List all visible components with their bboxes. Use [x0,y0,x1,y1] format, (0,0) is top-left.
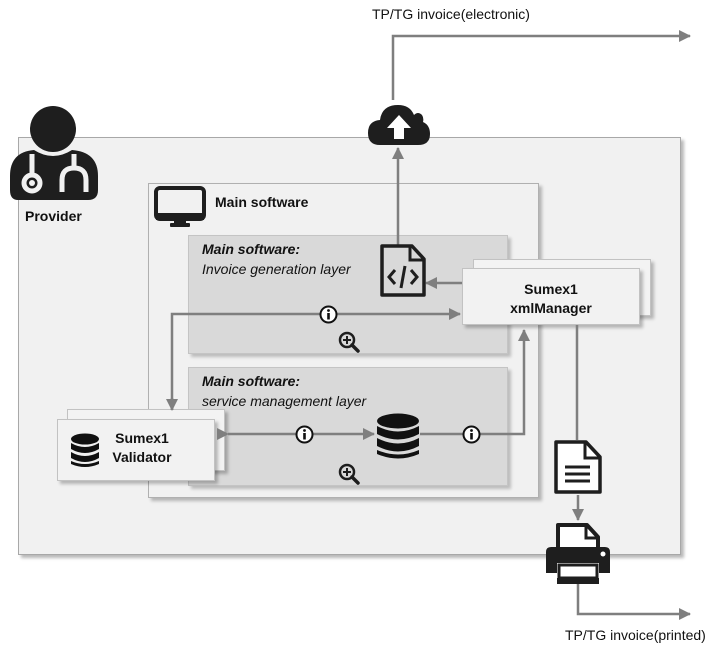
info-icon[interactable] [295,425,314,444]
validator-card[interactable]: Sumex1 Validator [57,419,215,481]
info-icon[interactable] [319,305,338,324]
monitor-icon [154,186,206,227]
electronic-invoice-label: TP/TG invoice(electronic) [372,6,530,22]
info-icon[interactable] [462,425,481,444]
zoom-in-icon[interactable] [338,463,360,485]
document-icon [554,440,602,494]
cloud-upload-icon [368,105,430,145]
xml-manager-line1: Sumex1 [524,281,578,297]
printer-icon [546,523,610,584]
layer1-title: Main software: [202,241,301,257]
layer2-title: Main software: [202,373,301,389]
layer2-subtitle: service management layer [202,393,367,409]
xml-file-icon [380,244,426,297]
database-icon [377,413,419,459]
xml-manager-line2: xmlManager [510,300,592,316]
layer1-subtitle: Invoice generation layer [202,261,351,277]
validator-line1: Sumex1 [115,430,169,446]
main-software-label: Main software [215,194,309,210]
printed-output-connector [576,584,691,620]
zoom-in-icon[interactable] [338,331,360,353]
provider-label: Provider [25,208,82,224]
printed-invoice-label: TP/TG invoice(printed) [565,627,706,643]
database-icon [71,433,99,467]
doctor-stethoscope-icon [10,106,98,200]
electronic-output-connector [391,30,691,100]
xml-manager-card[interactable]: Sumex1 xmlManager [462,268,640,325]
validator-line2: Validator [112,449,172,465]
